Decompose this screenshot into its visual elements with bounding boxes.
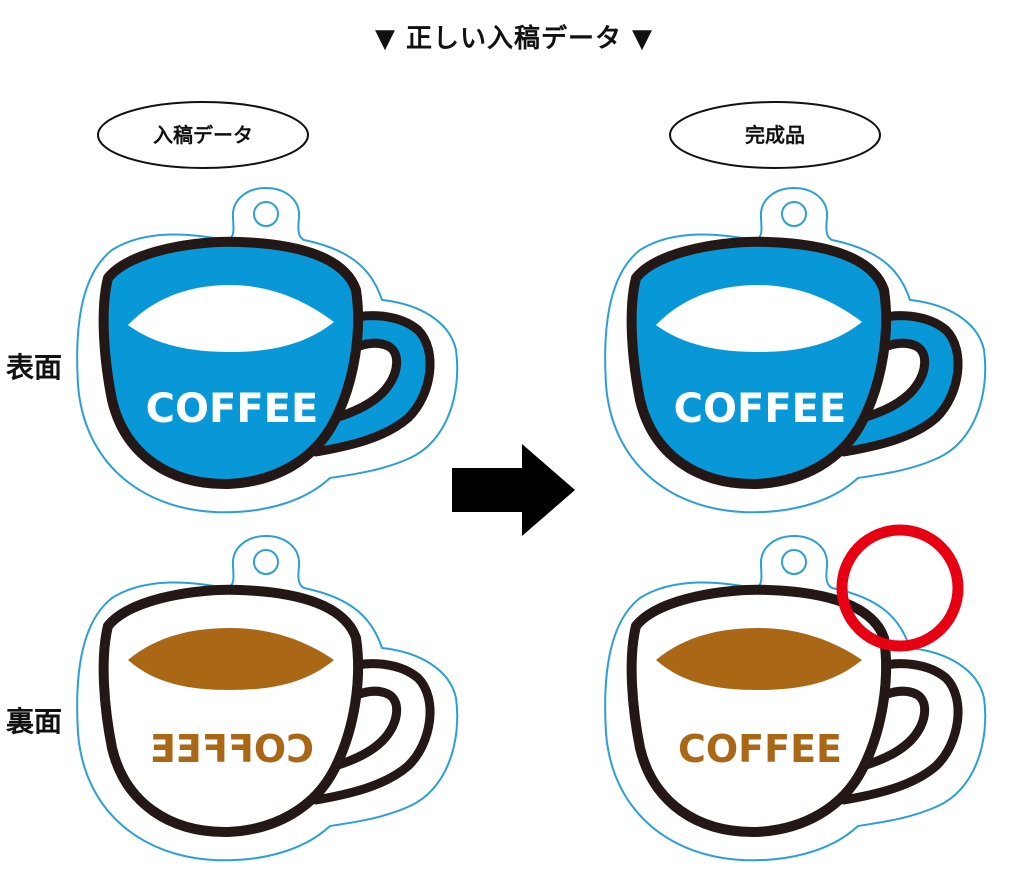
- cup-body: [98, 236, 364, 490]
- keychain-back-finished: COFFEE: [604, 535, 987, 862]
- cut-line: [604, 187, 987, 514]
- cup-body: [98, 584, 364, 838]
- label-front: 表面: [6, 351, 63, 384]
- label-input-data: 入稿データ: [153, 123, 253, 147]
- cup-handle: [311, 311, 435, 457]
- ring-hole: [253, 201, 279, 227]
- coffee-surface: [128, 628, 334, 690]
- keychain-front-finished: COFFEE: [604, 187, 987, 514]
- cup-handle: [839, 659, 963, 805]
- cut-line: [76, 187, 459, 514]
- cup-text-mirrored: COFFEE: [150, 727, 314, 771]
- cup-text: COFFEE: [678, 727, 842, 771]
- right-arrow-icon: [452, 444, 575, 536]
- cut-line: [76, 535, 459, 862]
- ring-hole: [781, 549, 807, 575]
- cup-surface: [128, 285, 334, 352]
- cup-body: [626, 584, 892, 838]
- keychain-back-input: COFFEE: [76, 535, 459, 862]
- highlight-circle: [836, 524, 964, 652]
- label-back: 裏面: [6, 705, 63, 738]
- cup-text: COFFEE: [146, 386, 319, 432]
- cup-handle: [839, 311, 963, 457]
- label-oval-input: [97, 101, 309, 169]
- coffee-surface: [656, 628, 862, 690]
- cup-body: [626, 236, 892, 490]
- keychain-front-input: COFFEE: [76, 187, 459, 514]
- label-oval-finished: [669, 101, 881, 169]
- ring-hole: [781, 201, 807, 227]
- cut-line: [604, 535, 987, 862]
- cup-handle: [311, 659, 435, 805]
- page-title: ▼ 正しい入稿データ ▼: [374, 24, 654, 54]
- cup-surface: [656, 285, 862, 352]
- ring-hole: [253, 549, 279, 575]
- cup-text: COFFEE: [674, 386, 847, 432]
- label-finished-product: 完成品: [745, 123, 805, 147]
